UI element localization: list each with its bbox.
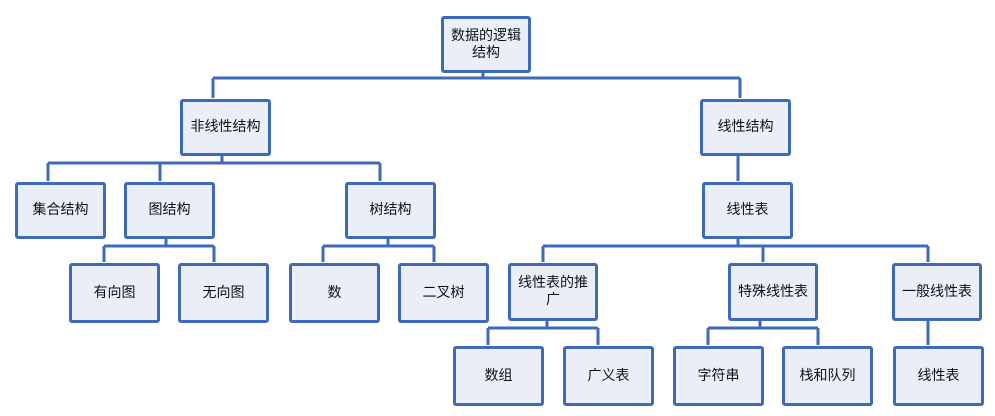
node-general-list-label: 一般线性表 [902, 283, 972, 300]
node-list: 线性表 [694, 174, 793, 239]
node-directed-graph-label: 有向图 [93, 284, 136, 301]
node-array-label: 数组 [484, 367, 513, 384]
node-binary-tree-label: 二叉树 [422, 284, 465, 301]
node-glist-label: 广义表 [587, 367, 630, 384]
node-general-list-child: 线性表 [885, 338, 984, 406]
node-nonlinear-label: 非线性结构 [190, 119, 261, 135]
node-glist: 广义表 [555, 338, 654, 406]
node-list-label: 线性表 [726, 202, 769, 218]
node-generalized-list: 线性表的推广 [500, 255, 598, 321]
node-undirected-graph-label: 无向图 [202, 284, 245, 301]
node-tree-child: 数 [281, 255, 380, 323]
node-linear-label: 线性结构 [717, 119, 774, 135]
node-tree: 树结构 [337, 174, 436, 239]
node-special-list-label: 特殊线性表 [738, 283, 808, 300]
node-tree-label: 树结构 [369, 202, 412, 218]
node-general-list-child-label: 线性表 [917, 367, 960, 384]
node-binary-tree: 二叉树 [390, 255, 489, 323]
node-stack-queue: 栈和队列 [774, 338, 873, 406]
node-array: 数组 [445, 338, 544, 406]
node-generalized-list-label: 线性表的推广 [518, 275, 588, 308]
node-root-label: 数据的逻辑结构 [451, 27, 521, 61]
node-tree-child-label: 数 [327, 284, 342, 301]
node-undirected-graph: 无向图 [170, 255, 269, 323]
node-root: 数据的逻辑结构 [435, 10, 531, 73]
node-graph: 图结构 [116, 174, 215, 239]
node-string: 字符串 [665, 338, 764, 406]
node-set-label: 集合结构 [32, 202, 89, 218]
node-stack-queue-label: 栈和队列 [799, 367, 856, 384]
node-set: 集合结构 [7, 174, 106, 239]
node-string-label: 字符串 [697, 367, 740, 384]
node-directed-graph: 有向图 [61, 255, 160, 323]
node-general-list: 一般线性表 [884, 255, 982, 321]
node-graph-label: 图结构 [148, 202, 191, 218]
node-special-list: 特殊线性表 [720, 255, 818, 321]
node-linear: 线性结构 [692, 91, 791, 156]
node-nonlinear: 非线性结构 [172, 91, 271, 156]
